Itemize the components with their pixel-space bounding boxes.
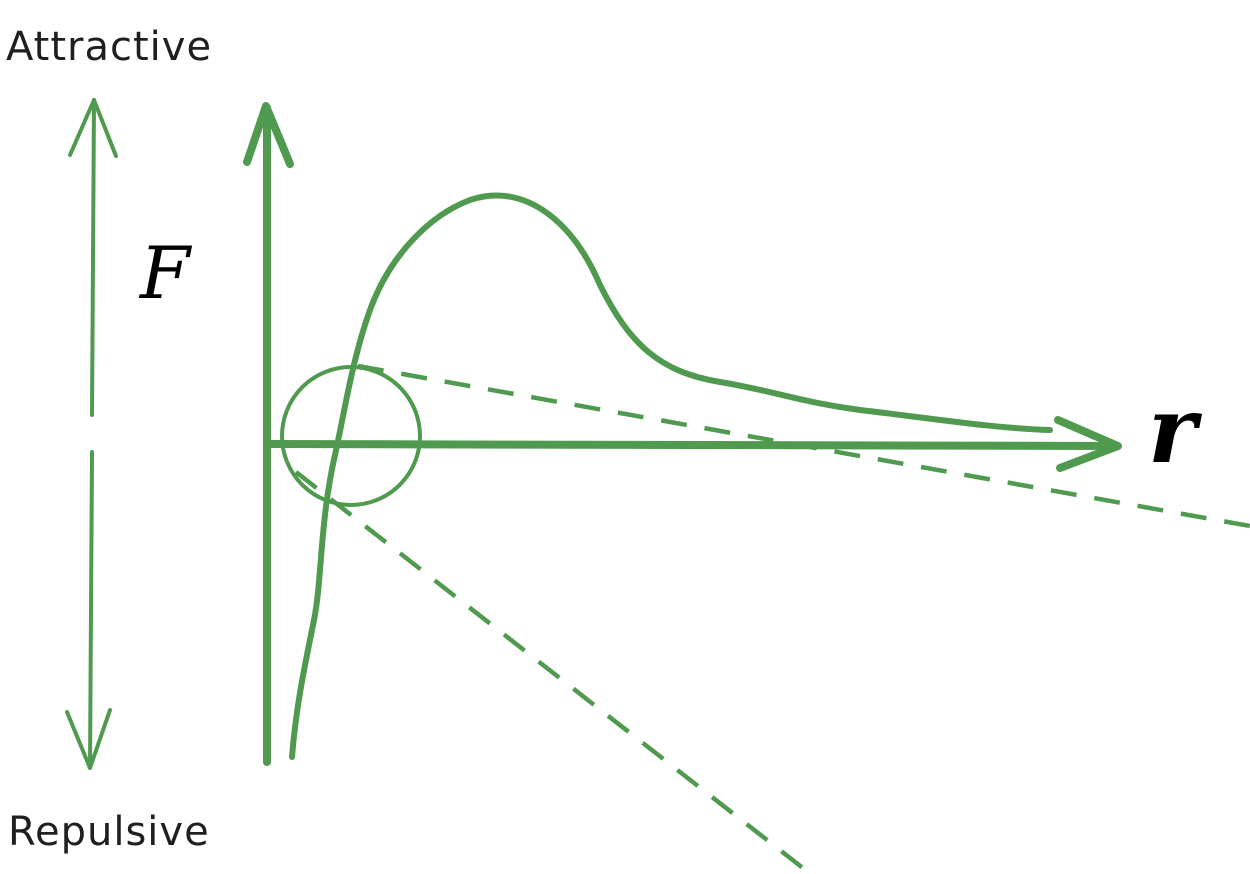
direction-arrow-down-head: [65, 708, 112, 770]
force-axis-label: F: [138, 231, 193, 315]
direction-arrow-lower-shaft: [88, 450, 94, 770]
upper-dashed-line: [357, 363, 1250, 529]
lower-dashed-line: [294, 470, 810, 874]
attractive-label: Attractive: [6, 24, 212, 70]
force-axis: [243, 102, 294, 766]
direction-arrow-up-head: [68, 98, 118, 158]
distance-axis-label: r: [1148, 376, 1203, 484]
double-headed-arrow-icon: [65, 98, 118, 770]
distance-axis-arrowhead: [1054, 416, 1122, 472]
distance-axis: [263, 416, 1122, 472]
force-axis-arrowhead: [243, 102, 294, 168]
repulsive-label: Repulsive: [8, 809, 210, 855]
direction-arrow-upper-shaft: [90, 98, 96, 417]
distance-axis-line: [263, 440, 1120, 450]
force-curve: [289, 192, 1053, 760]
highlight-circle: [280, 365, 422, 507]
